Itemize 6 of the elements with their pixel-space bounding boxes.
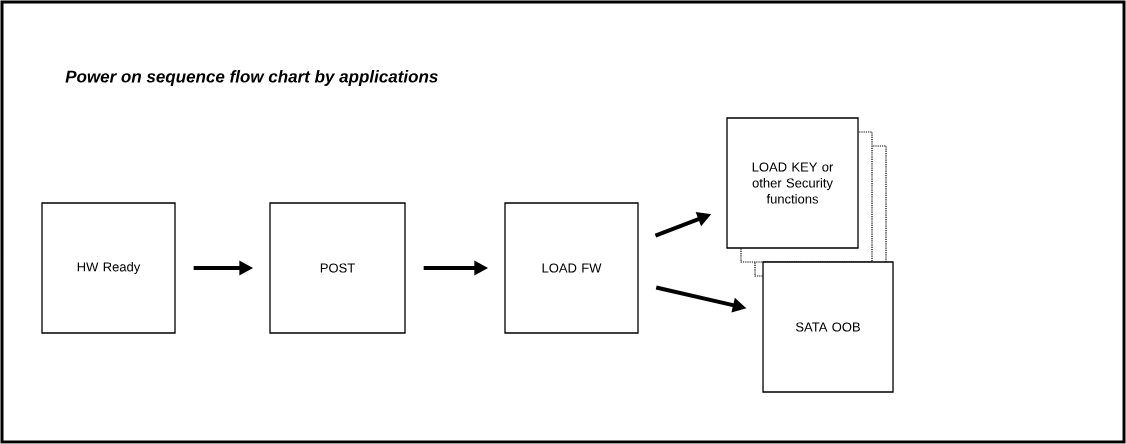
process-box: LOAD FW: [504, 202, 639, 334]
process-box: SATA OOB: [762, 261, 894, 393]
title: Power on sequence flow chart by applications: [65, 70, 438, 86]
process-box: HW Ready: [41, 202, 176, 334]
process-box: POST: [269, 202, 406, 334]
stacked-box: LOAD KEY or other Security functions: [726, 117, 887, 277]
